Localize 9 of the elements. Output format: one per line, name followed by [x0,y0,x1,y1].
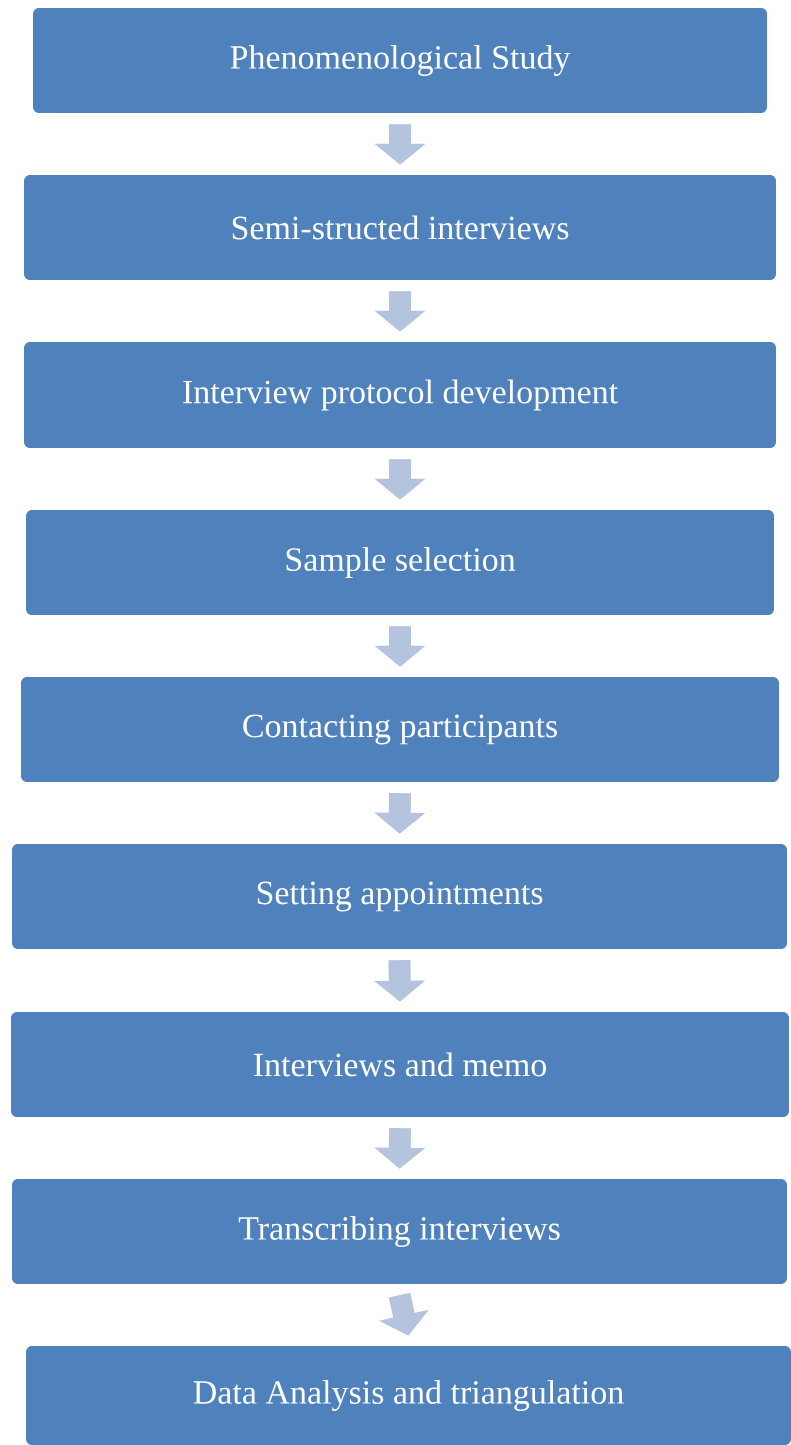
process-box: Sample selection [26,510,774,615]
process-box: Interview protocol development [24,342,776,448]
process-box: Contacting participants [21,677,779,782]
process-box: Transcribing interviews [12,1179,787,1284]
process-box: Setting appointments [12,844,787,949]
process-box: Interviews and memo [11,1012,789,1117]
process-box: Phenomenological Study [33,8,767,113]
process-box: Semi-structed interviews [24,175,776,280]
process-box: Data Analysis and triangulation [26,1346,791,1445]
